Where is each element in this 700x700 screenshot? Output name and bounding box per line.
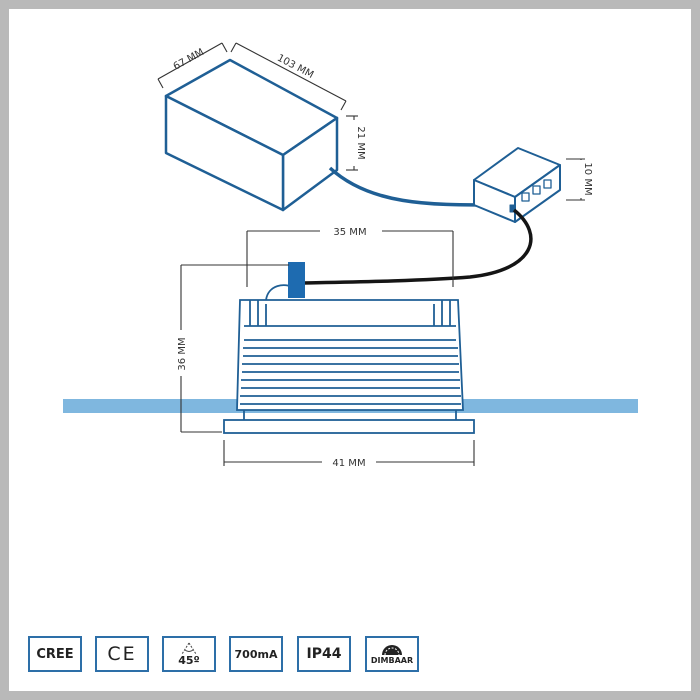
badge-beam-angle: 45º bbox=[162, 636, 216, 672]
lamp-housing bbox=[223, 299, 475, 434]
badge-beam-angle-label: 45º bbox=[178, 654, 200, 667]
badge-ce-label: CE bbox=[107, 643, 137, 665]
badge-cree-label: CREE bbox=[36, 646, 74, 662]
dim-driver-height: 21 MM bbox=[355, 126, 366, 159]
dim-driver-depth: 67 MM bbox=[172, 47, 206, 73]
badge-ce: CE bbox=[95, 636, 149, 672]
dim-flange-width: 41 MM bbox=[332, 458, 365, 469]
badge-cree: CREE bbox=[28, 636, 82, 672]
badge-ip-rating-label: IP44 bbox=[306, 646, 342, 662]
driver-cable bbox=[328, 166, 493, 207]
driver-box bbox=[164, 58, 339, 212]
dim-lamp-width: 35 MM bbox=[333, 227, 366, 238]
lamp-connector bbox=[288, 262, 305, 298]
junction-box bbox=[473, 147, 561, 223]
lamp-cable bbox=[299, 208, 533, 285]
badge-ip-rating: IP44 bbox=[297, 636, 351, 672]
dim-junction-height: 10 MM bbox=[582, 162, 593, 195]
badge-dimmable: DIMBAAR bbox=[365, 636, 419, 672]
dim-lamp-height: 36 MM bbox=[177, 337, 188, 370]
badge-current: 700mA bbox=[229, 636, 283, 672]
beam-angle-icon bbox=[181, 642, 197, 655]
badge-dimmable-label: DIMBAAR bbox=[370, 655, 414, 665]
dimmer-icon bbox=[382, 644, 402, 655]
badge-current-label: 700mA bbox=[234, 647, 278, 661]
